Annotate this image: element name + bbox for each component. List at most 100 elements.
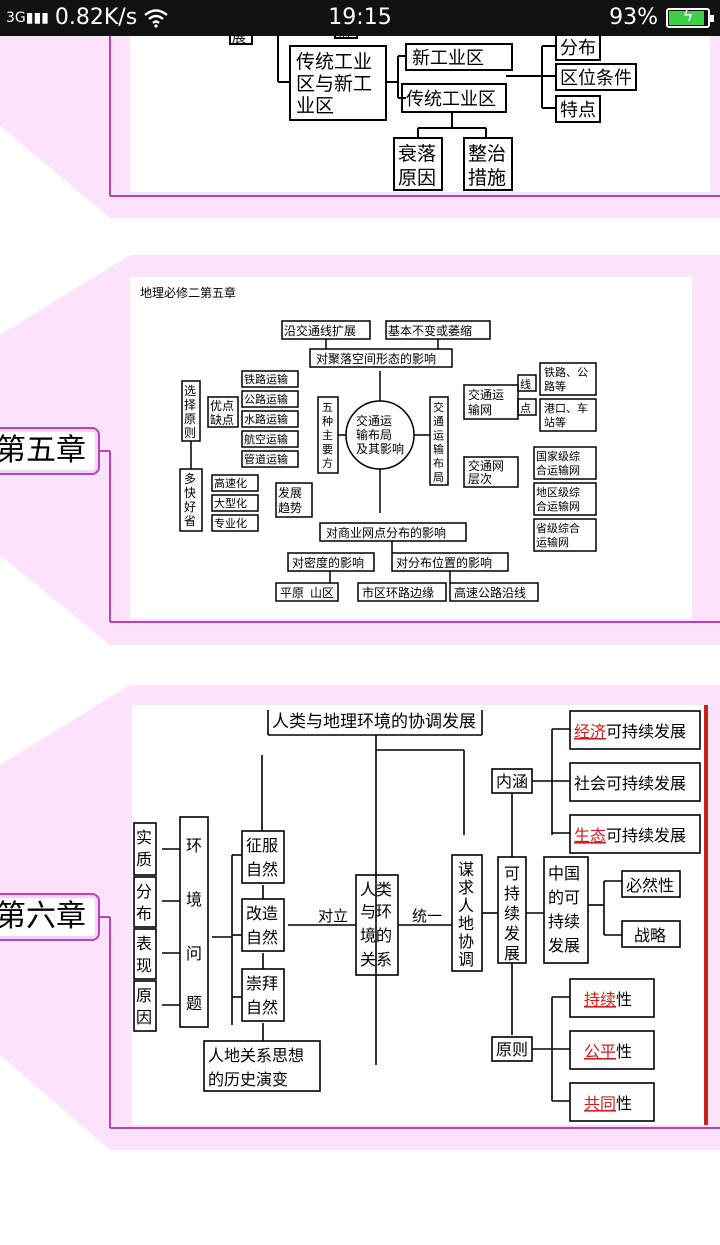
ch6-china-1: 中国 xyxy=(548,864,580,883)
chapter4-diagram: 展 例 传统工业 区与新工 业区 新工业区 传统工业区 分布 区位条件 特点 衰… xyxy=(229,36,637,191)
chapter6-map[interactable]: 人类与地理环境的协调发展 实 质 分 布 表 现 原 因 环 境 问 题 征服 … xyxy=(132,705,708,1125)
ch5-rc-4: 输 xyxy=(433,442,444,456)
ch6-env-2: 境 xyxy=(186,890,202,909)
chapter5-map[interactable]: 地理必修二第五章 沿交通线扩展 基本不变或萎缩 对聚落空间形态的影响 铁路运输 … xyxy=(130,277,692,619)
ch6-sus-5: 展 xyxy=(504,944,520,963)
ch5-center-3: 及其影响 xyxy=(356,441,404,456)
ch6-oppose: 对立 xyxy=(318,907,348,925)
ch6-sus-4: 发 xyxy=(504,924,520,943)
ch6-left-1a: 实 xyxy=(136,828,152,847)
clock: 19:15 xyxy=(328,5,392,30)
ch6-env-4: 题 xyxy=(186,994,202,1013)
ch5-five-4: 要 xyxy=(322,443,333,456)
ch5-trend-label-1: 发展 xyxy=(278,485,302,500)
ch6-p1-red: 持续 xyxy=(584,990,616,1009)
ch6-econ-red: 经济 xyxy=(574,722,606,741)
bolt-icon: ϟ xyxy=(682,5,694,25)
ch6-china-2: 的可 xyxy=(548,888,580,907)
map4-feature: 特点 xyxy=(560,100,596,121)
map4-new-zone: 新工业区 xyxy=(412,48,484,69)
ch5-rc-1: 交 xyxy=(433,400,444,414)
status-right: 93% ϟ xyxy=(609,5,714,30)
ch6-strategy: 战略 xyxy=(634,926,666,945)
ch6-connotation: 内涵 xyxy=(496,772,528,791)
ch6-seek-5: 协 xyxy=(458,932,474,951)
ch5-five-5: 方 xyxy=(322,456,333,470)
chapter6-node[interactable]: 第六章 xyxy=(0,893,100,941)
ch6-sus-2: 持 xyxy=(504,884,520,903)
ch6-center-2: 与环 xyxy=(360,902,392,921)
ch5-trend-special: 专业化 xyxy=(214,516,247,530)
ch5-top1: 沿交通线扩展 xyxy=(284,323,356,338)
ch6-seek-2: 求 xyxy=(458,878,474,897)
status-left: 3G▮▮▮ 0.82K/s xyxy=(6,5,169,30)
ch5-rule-4: 则 xyxy=(184,426,196,440)
ch5-point-v-1: 港口、车 xyxy=(544,401,588,415)
ch6-p2-suffix: 性 xyxy=(616,1042,632,1061)
ch6-econ-rest: 可持续发展 xyxy=(606,722,686,741)
ch6-history-2: 的历史演变 xyxy=(208,1070,288,1089)
map4-location: 区位条件 xyxy=(560,68,632,89)
ch5-map-title: 地理必修二第五章 xyxy=(140,285,236,300)
ch6-sus-3: 续 xyxy=(504,904,520,923)
ch6-must: 必然性 xyxy=(626,876,674,895)
map4-left-top: 展 xyxy=(232,36,246,46)
ch6-p3-red: 共同 xyxy=(584,1094,616,1113)
ch6-stage3-2: 自然 xyxy=(246,998,278,1017)
ch6-history-1: 人地关系思想 xyxy=(208,1046,304,1065)
ch6-p3: 共同性 xyxy=(584,1094,632,1113)
ch6-center-3: 境的 xyxy=(360,926,392,945)
ch5-five-3: 主 xyxy=(322,429,333,442)
chapter5-node[interactable]: 第五章 xyxy=(0,427,100,475)
ch6-center-1: 人类 xyxy=(360,880,392,899)
network-speed: 0.82K/s xyxy=(54,5,138,30)
ch5-rule-3: 原 xyxy=(184,412,196,426)
ch5-dkhs-4: 省 xyxy=(184,514,196,528)
ch6-p1-suffix: 性 xyxy=(616,990,632,1009)
ch5-net2-1: 交通网 xyxy=(468,458,504,473)
battery-icon: ϟ xyxy=(666,5,714,28)
ch5-mode-pipe: 管道运输 xyxy=(244,452,288,466)
ch6-env-3: 问 xyxy=(186,944,202,963)
map4-measure-2: 措施 xyxy=(468,167,506,189)
ch6-stage2-2: 自然 xyxy=(246,928,278,947)
ch6-center-4: 关系 xyxy=(360,950,392,969)
ch5-dkhs-3: 好 xyxy=(184,500,196,514)
ch5-rc-5: 布 xyxy=(433,457,444,470)
ch6-stage1-2: 自然 xyxy=(246,860,278,879)
ch5-trend-speed: 高速化 xyxy=(214,476,247,490)
ch5-dkhs-2: 快 xyxy=(184,486,196,500)
ch5-trend-large: 大型化 xyxy=(214,496,247,510)
ch6-p2: 公平性 xyxy=(584,1042,632,1061)
ch5-net1-1: 交通运 xyxy=(468,387,504,402)
ch6-unify: 统一 xyxy=(412,907,442,925)
ch6-env-1: 环 xyxy=(186,836,202,855)
ch6-seek-1: 谋 xyxy=(458,860,474,879)
map4-measure-1: 整治 xyxy=(468,143,506,165)
chapter5-diagram: 地理必修二第五章 沿交通线扩展 基本不变或萎缩 对聚落空间形态的影响 铁路运输 … xyxy=(140,285,597,602)
map4-distribution: 分布 xyxy=(560,38,596,59)
ch6-social: 社会可持续发展 xyxy=(574,774,686,793)
ch5-point: 点 xyxy=(520,402,531,415)
battery-percent: 93% xyxy=(609,5,658,30)
map4-main-3: 业区 xyxy=(296,95,334,117)
ch6-stage3-1: 崇拜 xyxy=(246,974,278,993)
network-type: 3G xyxy=(6,9,26,26)
ch5-line: 线 xyxy=(520,377,531,391)
ch6-sus-1: 可 xyxy=(504,864,520,883)
ch5-ring: 市区环路边缘 xyxy=(362,585,434,600)
ch5-point-v-2: 站等 xyxy=(544,415,566,429)
ch6-title: 人类与地理环境的协调发展 xyxy=(272,712,476,732)
ch6-econ: 经济可持续发展 xyxy=(574,722,686,741)
ch6-left-2b: 布 xyxy=(136,904,152,923)
ch5-dkhs-1: 多 xyxy=(184,472,196,486)
ch6-p3-suffix: 性 xyxy=(616,1094,632,1113)
ch5-top-bar: 对聚落空间形态的影响 xyxy=(316,351,436,366)
chapter6-band: 第六章 xyxy=(0,685,720,1150)
ch5-highway: 高速公路沿线 xyxy=(454,585,526,600)
ch5-position: 对分布位置的影响 xyxy=(396,555,492,570)
chapter4-map[interactable]: 展 例 传统工业 区与新工 业区 新工业区 传统工业区 分布 区位条件 特点 衰… xyxy=(130,36,710,192)
ch5-rc-3: 运 xyxy=(433,429,444,442)
ch5-level1-1: 国家级综 xyxy=(536,449,580,463)
signal-icon: 3G▮▮▮ xyxy=(6,9,49,26)
